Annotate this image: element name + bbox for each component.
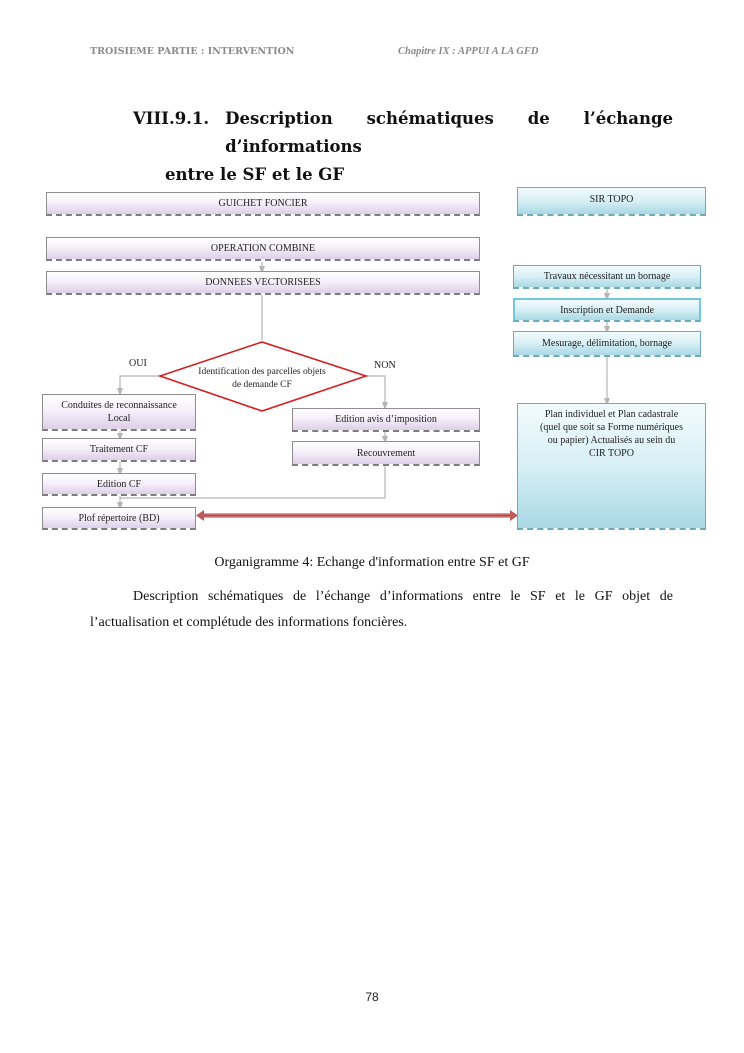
running-header-right: Chapitre IX : APPUI A LA GFD <box>398 46 539 57</box>
label-non: NON <box>374 360 396 371</box>
paragraph-line2: l’actualisation et complétude des inform… <box>90 615 408 630</box>
section-number: VIII.9.1. <box>133 109 210 128</box>
body-paragraph: Description schématiques de l’échange d’… <box>90 584 673 636</box>
section-title: VIII.9.1. Description schématiques de l’… <box>133 105 673 189</box>
box-operation-combine: OPERATION COMBINE <box>46 237 480 261</box>
box-edition-cf: Edition CF <box>42 473 196 496</box>
box-guichet-foncier: GUICHET FONCIER <box>46 192 480 216</box>
exchange-bar <box>202 513 514 518</box>
section-title-line1: Description schématiques de l’échange d’… <box>225 109 673 156</box>
box-travaux: Travaux nécessitant un bornage <box>513 265 701 289</box>
paragraph-line1: Description schématiques de l’échange d’… <box>133 589 673 604</box>
box-conduites: Conduites de reconnaissance Local <box>42 394 196 431</box>
decision-text: Identification des parcelles objets de d… <box>198 367 326 390</box>
box-sir-topo: SIR TOPO <box>517 187 706 216</box>
box-plof-repertoire: Plof répertoire (BD) <box>42 507 196 530</box>
section-title-line2: entre le SF et le GF <box>165 165 345 184</box>
box-plan-cadastrale: Plan individuel et Plan cadastrale (quel… <box>517 403 706 530</box>
box-donnees-vectorisees: DONNEES VECTORISEES <box>46 271 480 295</box>
box-edition-avis: Edition avis d’imposition <box>292 408 480 432</box>
figure-caption: Organigramme 4: Echange d'information en… <box>214 555 530 570</box>
box-recouvrement: Recouvrement <box>292 441 480 466</box>
box-inscription: Inscription et Demande <box>513 298 701 322</box>
running-header-left: TROISIEME PARTIE : INTERVENTION <box>90 46 295 57</box>
label-oui: OUI <box>129 358 147 369</box>
page-number: 78 <box>365 990 379 1004</box>
box-mesurage: Mesurage, délimitation, bornage <box>513 331 701 357</box>
box-traitement-cf: Traitement CF <box>42 438 196 462</box>
decision-diamond <box>157 341 369 412</box>
